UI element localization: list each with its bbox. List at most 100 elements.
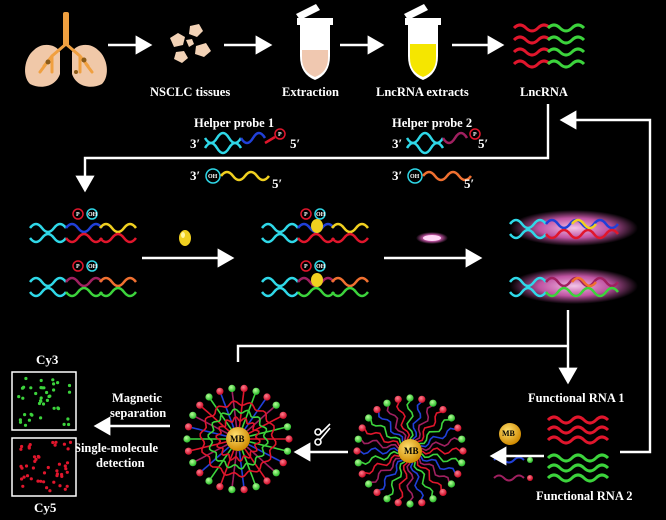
arrow-return-to-lncrna <box>559 110 652 454</box>
duplex-left-bottom <box>29 260 137 298</box>
fluorophore-dot <box>252 387 260 395</box>
left-bottom-oh: OH <box>88 264 98 270</box>
signal-dot <box>67 383 72 388</box>
helper-probe-2: 3′ P 5′ <box>392 128 488 155</box>
fluorophore-dot <box>353 447 361 455</box>
bead-assembly-left <box>183 384 293 494</box>
helper-probe-1-partner: 3′ OH 5′ <box>190 168 282 191</box>
fluorophore-dot <box>358 470 366 478</box>
signal-dot <box>65 461 70 465</box>
signal-dot <box>21 484 25 488</box>
signal-dot <box>63 487 67 491</box>
signal-dot <box>63 464 67 468</box>
functional-rna-1 <box>546 415 610 445</box>
label-cy5: Cy5 <box>34 500 57 515</box>
signal-dot <box>51 440 55 445</box>
left-top-oh: OH <box>88 212 98 218</box>
probe1-5prime: 5′ <box>290 136 300 151</box>
fluorophore-dot <box>216 387 224 395</box>
partner2-3prime: 3′ <box>392 168 402 183</box>
fluorophore-dot <box>196 401 204 409</box>
magnetic-bead-icon <box>226 427 250 451</box>
tube-icon <box>404 4 441 80</box>
fluorophore-dot <box>228 384 236 392</box>
fluorophore-dot <box>205 393 213 401</box>
signal-dot <box>25 474 30 478</box>
fluorophore-dot <box>272 401 280 409</box>
middle-top-oh: OH <box>316 212 326 218</box>
signal-dot <box>22 475 26 479</box>
signal-dot <box>68 440 73 444</box>
signal-dot <box>42 471 47 475</box>
fluorophore-dot <box>189 411 197 419</box>
fluorophore-dot <box>279 459 287 467</box>
probe1-3prime: 3′ <box>190 136 200 151</box>
fluorophore-dot <box>454 424 462 432</box>
fluorophore-dot <box>447 480 455 488</box>
label-helper-probe-1: Helper probe 1 <box>194 116 274 130</box>
signal-dot <box>66 417 70 421</box>
label-detection: detection <box>96 456 145 470</box>
signal-dot <box>62 442 66 446</box>
fluorophore-dot <box>429 495 437 503</box>
signal-dot <box>34 391 38 396</box>
signal-dot <box>37 401 42 406</box>
label-separation: separation <box>110 406 166 420</box>
probe1-phosphate: P <box>278 132 282 138</box>
functional-rna-2 <box>546 453 610 483</box>
signal-dot <box>39 378 43 383</box>
signal-dot <box>18 420 23 424</box>
fluorophore-dot <box>252 483 260 491</box>
scissors-icon <box>314 423 331 446</box>
fluorophore-dot <box>189 459 197 467</box>
fluorophore-dot <box>383 495 391 503</box>
signal-dot <box>66 447 70 451</box>
bead-right-mb: MB <box>404 446 419 456</box>
signal-dot <box>56 381 60 385</box>
fluorophore-dot <box>283 423 292 431</box>
label-lncrna: LncRNA <box>520 85 568 99</box>
probe2-3prime: 3′ <box>392 136 402 151</box>
signal-dot <box>57 462 62 466</box>
signal-dot <box>45 398 50 402</box>
signal-dot <box>45 486 49 490</box>
signal-dot <box>32 455 37 459</box>
fluorophore-dot <box>263 393 271 401</box>
label-extraction: Extraction <box>282 85 339 99</box>
fluorophore-dot <box>439 488 447 496</box>
fluorophore-dot <box>406 394 414 402</box>
fluorophore-dot <box>429 399 437 407</box>
signal-dot <box>20 444 24 449</box>
fluorophore-dot <box>263 477 271 485</box>
signal-dot <box>38 399 43 403</box>
signal-dot <box>29 477 33 481</box>
fluorophore-dot <box>454 470 462 478</box>
signal-dot <box>39 396 43 400</box>
signal-dot <box>52 382 56 386</box>
cy3-dots <box>17 376 72 427</box>
signal-dot <box>23 423 28 427</box>
cy3-panel <box>11 371 77 431</box>
label-functional-rna-2: Functional RNA 2 <box>536 489 633 503</box>
signal-dot <box>67 422 71 427</box>
fluorophore-dot <box>285 435 293 443</box>
probe-set-small <box>493 456 533 482</box>
ligation-product-core <box>423 235 441 241</box>
label-magnetic: Magnetic <box>112 391 162 405</box>
helper-probe-1: 3′ P 5′ <box>190 128 300 155</box>
arrow-lncrna-to-hybridization <box>75 104 550 193</box>
signal-dot <box>41 402 46 406</box>
helper-probe-2-partner: 3′ OH 5′ <box>392 168 474 191</box>
signal-dot <box>62 422 66 426</box>
fluorophore-dot <box>459 447 467 455</box>
signal-dot <box>56 406 60 410</box>
fluorophore-dot <box>228 486 236 494</box>
fluorophore-dot <box>394 395 402 403</box>
fluorophore-dot <box>418 499 426 507</box>
fluorophore-dot <box>283 447 292 455</box>
fluorophore-dot <box>373 406 381 414</box>
signal-dot <box>29 412 33 416</box>
duplex-right-top <box>509 218 619 240</box>
fluorophore-dot <box>183 435 191 443</box>
